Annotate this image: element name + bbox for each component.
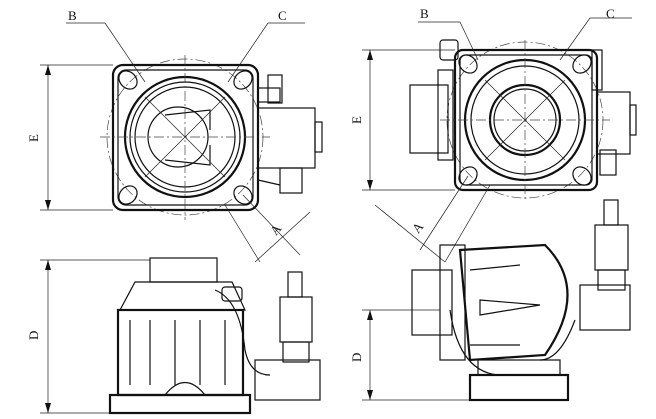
top-view-right (409, 39, 637, 200)
side-view-left (108, 257, 321, 415)
label-d: D (26, 331, 41, 340)
label-c: C (606, 6, 615, 21)
label-b: B (68, 8, 77, 23)
side-view-right (411, 199, 631, 402)
bolt-holes (458, 54, 592, 186)
label-b: B (420, 6, 429, 21)
dimension-d-right: D (349, 309, 470, 401)
dimension-d-left: D (26, 259, 150, 414)
label-a: A (409, 219, 427, 236)
dimension-e-right: E (349, 49, 455, 191)
top-view-left (100, 55, 323, 220)
label-e: E (26, 134, 41, 142)
dimension-e-left: E (26, 64, 113, 211)
label-d: D (349, 353, 364, 362)
label-c: C (278, 8, 287, 23)
label-e: E (349, 116, 364, 124)
